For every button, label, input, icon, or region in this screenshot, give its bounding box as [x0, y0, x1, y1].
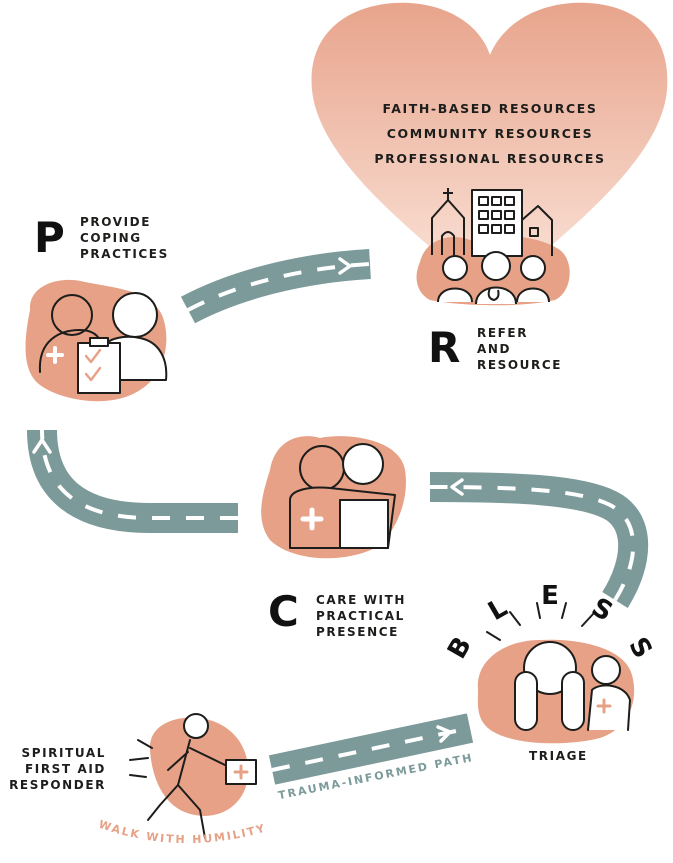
responder-label: SPIRITUAL FIRST AID RESPONDER [9, 746, 106, 792]
road-responder-to-triage [268, 713, 474, 785]
heart-resource-list: FAITH-BASED RESOURCES COMMUNITY RESOURCE… [374, 101, 605, 166]
care-line-3: PRESENCE [316, 625, 399, 639]
care-step-label: C CARE WITH PRACTICAL PRESENCE [268, 587, 406, 639]
provide-step-label: P PROVIDE COPING PRACTICES [34, 213, 169, 262]
bless-letter-1: L [483, 593, 512, 627]
refer-line-1: REFER [477, 326, 528, 340]
refer-letter: R [428, 323, 460, 372]
triage-label: TRIAGE [529, 749, 588, 763]
running-responder-icon [129, 713, 257, 839]
walk-with-humility-label: WALK WITH HUMILITY [97, 818, 268, 846]
responder-line-3: RESPONDER [9, 778, 106, 792]
distressed-person-icon [477, 602, 635, 744]
road-provide-to-refer [180, 249, 371, 324]
refer-line-3: RESOURCE [477, 358, 562, 372]
responder-line-1: SPIRITUAL [21, 746, 106, 760]
heart-line-community: COMMUNITY RESOURCES [387, 126, 594, 141]
refer-line-2: AND [477, 342, 511, 356]
bless-letter-4: S [622, 632, 657, 663]
responder-line-2: FIRST AID [25, 762, 106, 776]
responder-blob [149, 717, 249, 816]
provide-letter: P [34, 213, 65, 262]
bless-letter-2: E [541, 581, 559, 611]
road-triage-to-care [429, 472, 649, 608]
road-care-to-provide [27, 429, 238, 533]
refer-step-label: R REFER AND RESOURCE [428, 323, 562, 372]
heart-line-faith: FAITH-BASED RESOURCES [383, 101, 598, 116]
care-line-1: CARE WITH [316, 593, 406, 607]
provide-line-3: PRACTICES [80, 247, 169, 261]
heart-line-professional: PROFESSIONAL RESOURCES [374, 151, 605, 166]
clipboard-checklist-icon [25, 279, 168, 402]
walk-with-humility-text: WALK WITH HUMILITY [97, 818, 266, 846]
community-buildings-icon [416, 188, 570, 306]
hug-icon [261, 436, 406, 559]
bless-letter-0: B [442, 632, 478, 664]
care-line-2: PRACTICAL [316, 609, 405, 623]
heart-shape [311, 2, 668, 300]
provide-line-2: COPING [80, 231, 142, 245]
care-letter: C [268, 587, 299, 636]
provide-line-1: PROVIDE [80, 215, 151, 229]
